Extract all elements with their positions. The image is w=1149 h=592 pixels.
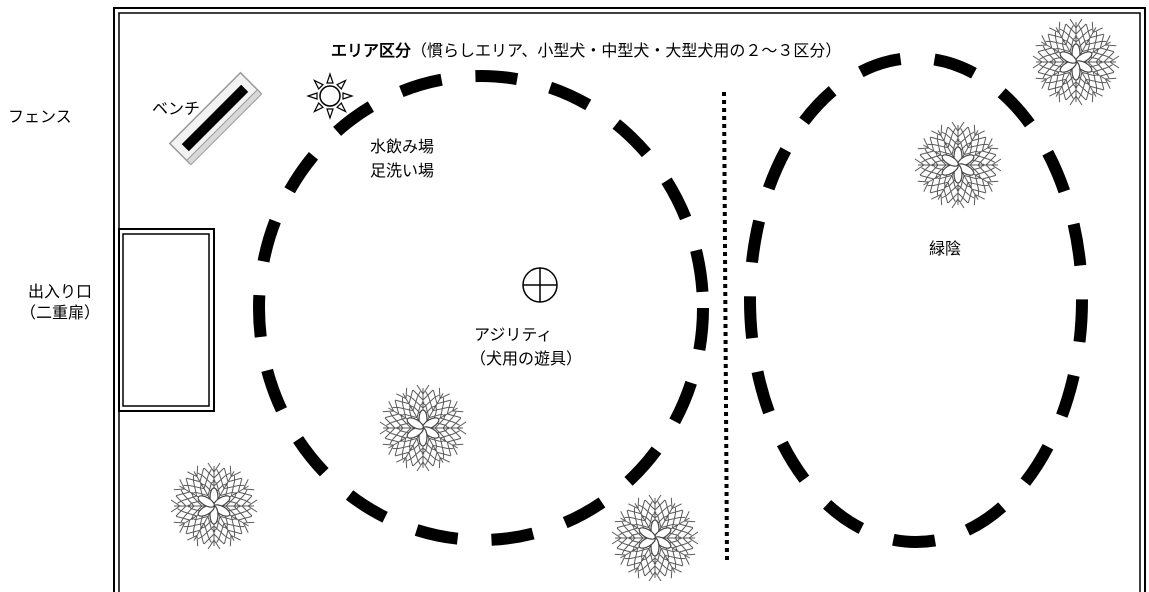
bench-label: ベンチ <box>152 99 201 118</box>
tree-icon <box>913 120 1003 210</box>
bench-icon <box>168 71 263 166</box>
right-area-boundary <box>744 52 1088 548</box>
area-title: エリア区分（慣らしエリア、小型犬・中型犬・大型犬用の２～３区分） <box>331 40 841 61</box>
entrance-label-line2: （二重扉） <box>19 303 100 322</box>
water-label-line2: 足洗い場 <box>370 161 435 180</box>
tree-icon <box>169 461 259 551</box>
tree-icon <box>610 493 700 583</box>
left-area-boundary <box>253 70 709 546</box>
agility-label-line1: アジリティ <box>474 325 553 344</box>
agility-label-line2: （犬用の遊具） <box>470 349 583 368</box>
area-title-detail: （慣らしエリア、小型犬・中型犬・大型犬用の２～３区分） <box>411 41 842 60</box>
area-title-main: エリア区分 <box>331 41 412 60</box>
area-divider <box>722 91 729 563</box>
water-label-line1: 水飲み場 <box>370 137 435 156</box>
water-label: 水飲み場 足洗い場 <box>370 136 434 181</box>
entrance-gate <box>118 228 215 412</box>
agility-label: アジリティ （犬用の遊具） <box>470 324 582 369</box>
fence-label: フェンス <box>8 107 72 126</box>
entrance-label-line1: 出入り口 <box>27 282 92 301</box>
shade-label: 緑陰 <box>929 239 962 258</box>
tree-icon <box>378 383 468 473</box>
entrance-label: 出入り口 （二重扉） <box>10 281 110 323</box>
crosshair-circle-icon <box>522 267 558 303</box>
sun-icon <box>306 72 354 120</box>
tree-icon <box>1031 17 1121 107</box>
